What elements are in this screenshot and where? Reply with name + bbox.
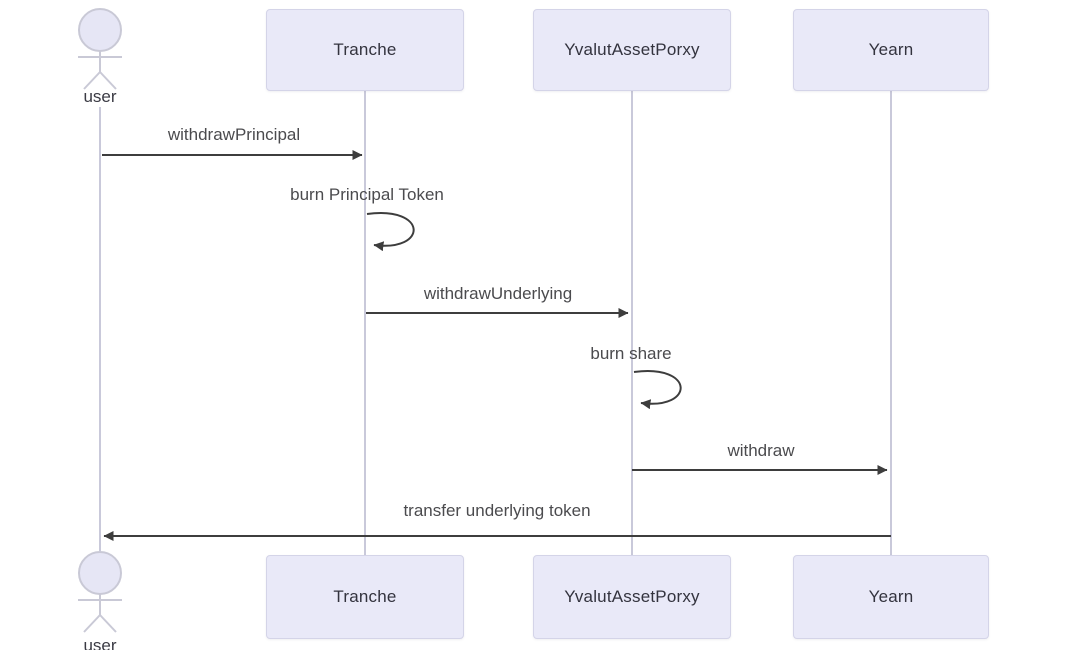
actor-head	[78, 8, 122, 52]
participant-label: Yearn	[868, 40, 914, 59]
actor-figure-user-bottom	[78, 551, 122, 633]
actor-label-user-top: user	[83, 87, 117, 106]
actor-label-user-bottom: user	[83, 636, 117, 650]
participant-box-yvalutassetporxy-bottom: YvalutAssetPorxy	[533, 555, 731, 639]
message-label-withdraw: withdraw	[727, 441, 795, 460]
participant-label: Tranche	[333, 40, 397, 59]
participant-box-tranche-bottom: Tranche	[266, 555, 464, 639]
participant-box-yearn-bottom: Yearn	[793, 555, 989, 639]
actor-figure-user-top	[78, 8, 122, 90]
self-loop-burn-share	[633, 370, 682, 410]
participant-label: Yearn	[868, 587, 914, 606]
participant-label: YvalutAssetPorxy	[564, 587, 700, 606]
message-label-burn-principal-token: burn Principal Token	[290, 185, 444, 204]
message-label-transfer-underlying-token: transfer underlying token	[403, 501, 591, 520]
participant-label: YvalutAssetPorxy	[564, 40, 700, 59]
participant-box-yearn-top: Yearn	[793, 9, 989, 91]
actor-head	[78, 551, 122, 595]
message-label-withdrawUnderlying: withdrawUnderlying	[423, 284, 573, 303]
message-label-withdrawPrincipal: withdrawPrincipal	[167, 125, 301, 144]
participant-box-yvalutassetporxy-top: YvalutAssetPorxy	[533, 9, 731, 91]
message-label-burn-share: burn share	[590, 344, 672, 363]
participant-label: Tranche	[333, 587, 397, 606]
self-loop-burn-principal-token	[366, 212, 415, 252]
participant-box-tranche-top: Tranche	[266, 9, 464, 91]
